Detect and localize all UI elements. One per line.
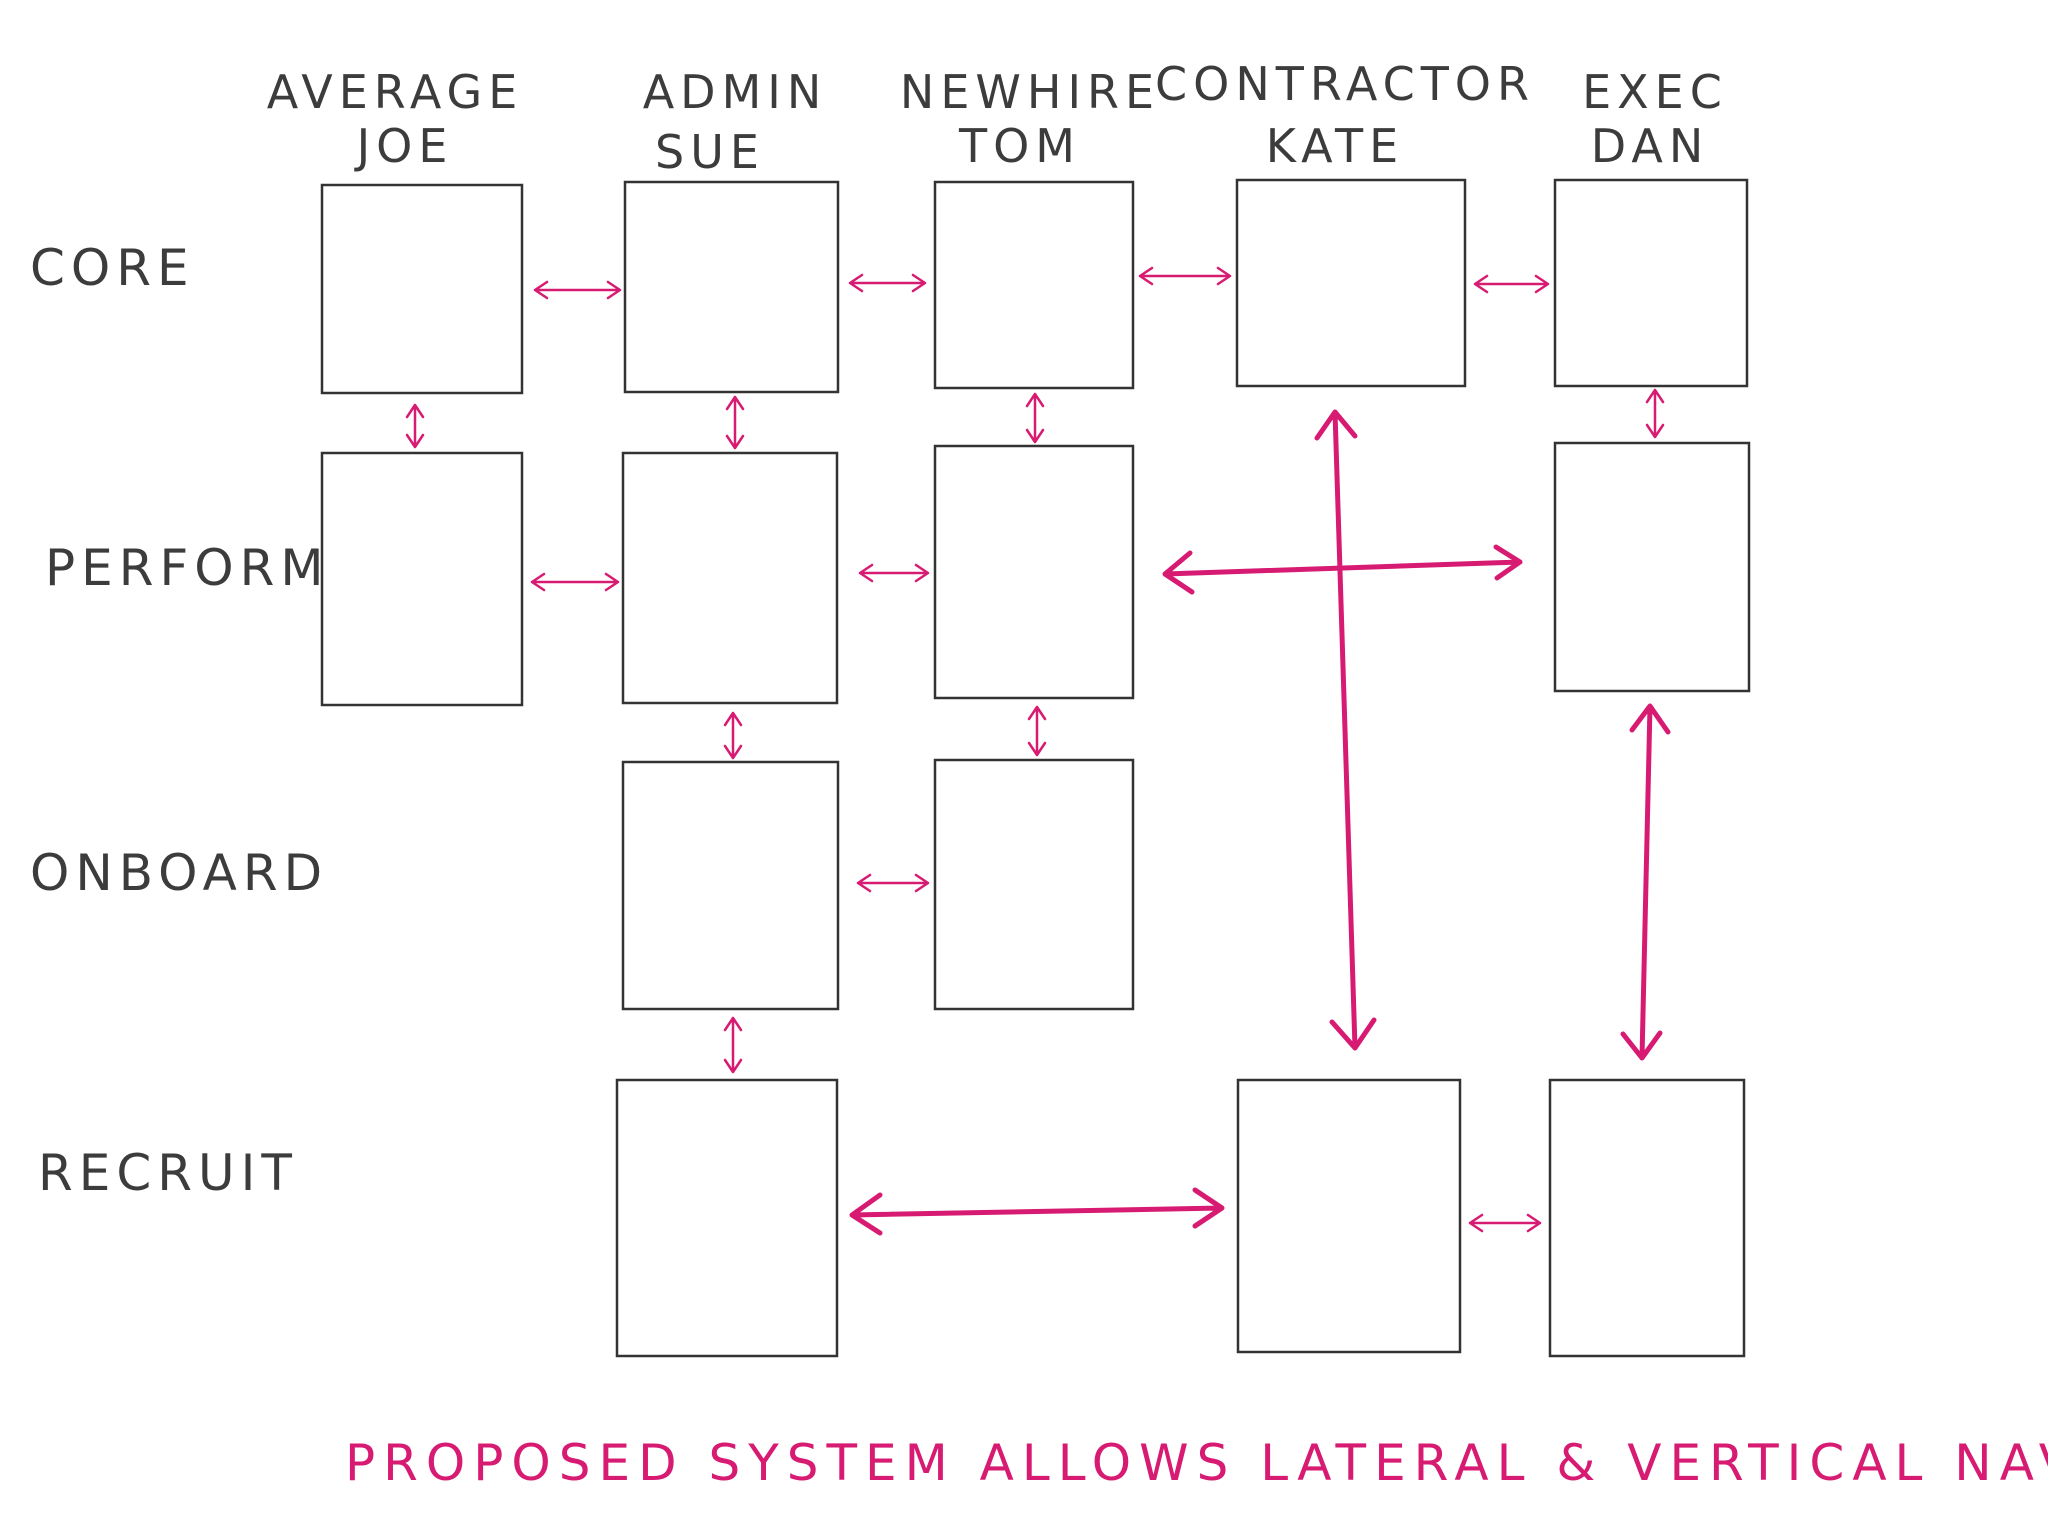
footer-caption: PROPOSED SYSTEM ALLOWS LATERAL & VERTICA… [345,1434,2048,1492]
row-labels: CORE PERFORM ONBOARD RECRUIT [30,239,329,1202]
box-core-joe [320,183,524,395]
arrow-joe-core-perform [405,403,425,449]
arrow-dan-core-perform [1645,388,1665,439]
box-recruit-dan [1548,1078,1746,1358]
box-recruit-sue [615,1078,839,1358]
arrow-perform-joe-sue [530,572,620,592]
arrow-kate-core-recruit [1314,409,1377,1051]
persona-role-contractor: CONTRACTOR [1155,57,1535,111]
arrow-perform-sue-tom [858,563,930,583]
row-label-perform: PERFORM [45,539,329,597]
persona-role-exec: EXEC [1582,65,1728,119]
arrow-onboard-sue-tom [856,873,930,893]
box-onboard-sue [621,760,840,1011]
persona-headers: AVERAGE JOE ADMIN SUE NEWHIRE TOM CONTRA… [267,57,1728,179]
arrow-sue-core-perform [725,395,745,450]
arrow-dan-perform-recruit [1620,703,1671,1061]
persona-name-kate: KATE [1266,119,1404,173]
box-perform-tom [933,444,1135,700]
box-core-kate [1235,178,1467,388]
persona-role-newhire: NEWHIRE [900,65,1160,119]
box-core-dan [1553,178,1749,388]
arrow-recruit-kate-dan [1468,1213,1542,1233]
box-core-sue [623,180,840,394]
long-navigation-arrows [849,409,1671,1236]
box-perform-dan [1553,441,1751,693]
arrow-core-kate-dan [1473,274,1550,294]
persona-role-average: AVERAGE [267,65,524,119]
persona-role-admin: ADMIN [643,65,828,119]
box-recruit-kate [1236,1078,1462,1354]
persona-name-tom: TOM [958,119,1081,173]
arrow-recruit-sue-kate [849,1187,1225,1236]
box-onboard-tom [933,758,1135,1011]
box-core-tom [933,180,1135,390]
persona-name-dan: DAN [1591,119,1710,173]
box-perform-joe [320,451,524,707]
row-label-core: CORE [30,239,195,297]
persona-name-joe: JOE [354,119,454,173]
lateral-arrows [530,266,1550,1233]
row-label-recruit: RECRUIT [38,1144,298,1202]
arrow-sue-perform-onboard [723,711,743,760]
arrow-core-joe-sue [533,280,622,300]
box-perform-sue [621,451,839,705]
arrow-core-tom-kate [1138,266,1232,286]
arrow-tom-perform-onboard [1027,705,1047,757]
arrow-core-sue-tom [848,273,927,293]
persona-name-sue: SUE [655,125,765,179]
vertical-arrows [405,388,1665,1074]
arrow-perform-tom-dan [1162,544,1523,595]
arrow-sue-onboard-recruit [723,1016,743,1074]
arrow-tom-core-perform [1025,392,1045,444]
screen-boxes [320,178,1751,1358]
row-label-onboard: ONBOARD [30,844,328,902]
